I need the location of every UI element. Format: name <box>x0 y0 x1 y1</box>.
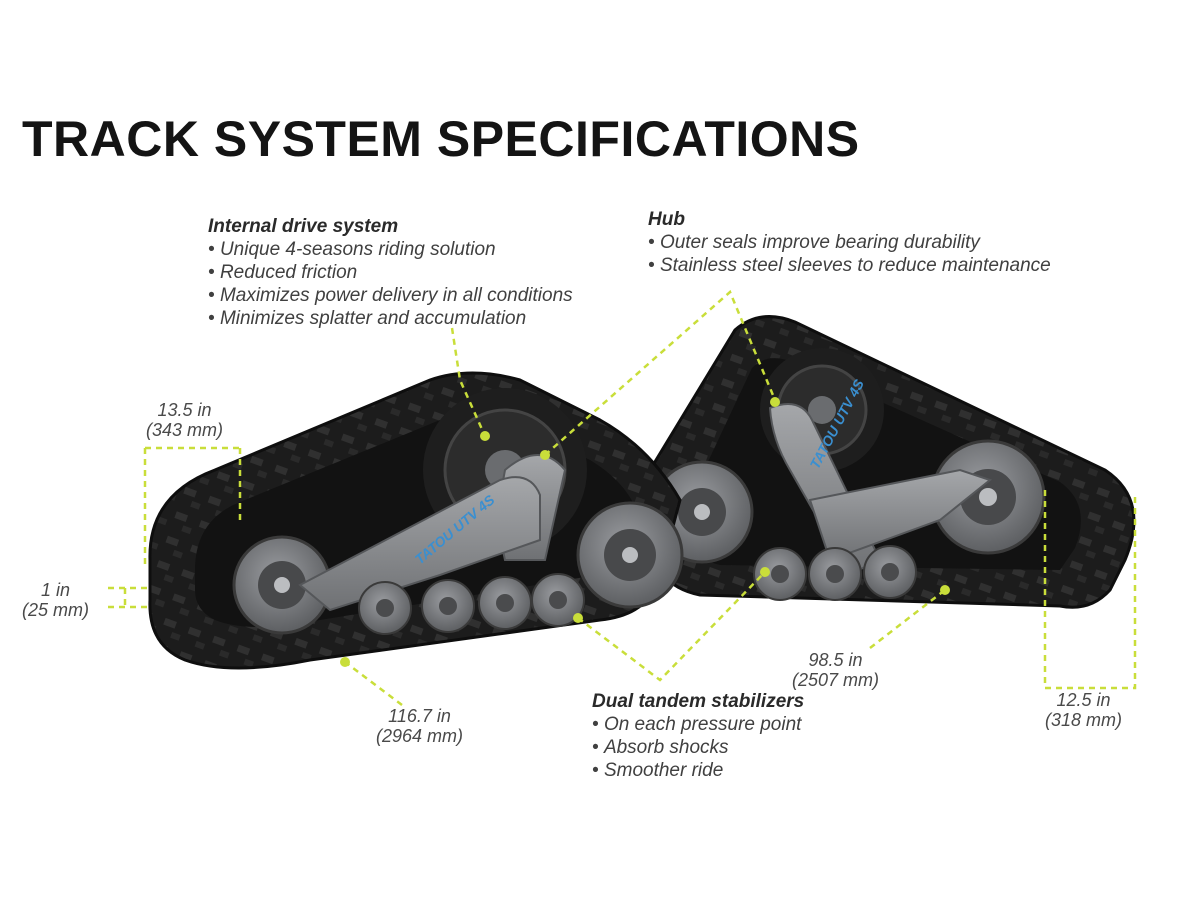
dot-stabilizers-rear <box>573 613 583 623</box>
leader-internal-drive <box>450 327 487 437</box>
leader-dots <box>340 397 950 667</box>
rear-bogie-wheels <box>358 573 585 635</box>
page-title: TRACK SYSTEM SPECIFICATIONS <box>22 111 860 167</box>
dim-front-length-metric: (2507 mm) <box>792 670 880 690</box>
dot-rear-length <box>340 657 350 667</box>
dim-front-length: 98.5 in (2507 mm) <box>792 650 879 690</box>
dim-lug-guide <box>108 586 150 609</box>
leader-rear-length <box>344 661 403 706</box>
callout-stabilizers: Dual tandem stabilizers On each pressure… <box>592 690 804 782</box>
callout-internal-drive-heading: Internal drive system <box>208 216 399 237</box>
callout-stabilizers-list: On each pressure point Absorb shocks Smo… <box>592 713 804 782</box>
rear-frame-rail <box>298 476 541 612</box>
list-item: On each pressure point <box>592 713 804 736</box>
dot-front-length <box>940 585 950 595</box>
leader-hub <box>544 289 777 456</box>
dim-rear-length: 116.7 in (2964 mm) <box>376 706 463 746</box>
dim-width-metric: (318 mm) <box>1045 710 1123 730</box>
dot-hub-rear <box>540 450 550 460</box>
dim-height: 13.5 in (343 mm) <box>146 400 223 440</box>
front-track: TATOU UTV 4S <box>648 315 1136 609</box>
front-bogie-wheels <box>753 545 917 601</box>
list-item: Absorb shocks <box>592 736 804 759</box>
dim-height-guide <box>143 446 242 565</box>
dot-stabilizers-front <box>760 567 770 577</box>
dot-hub-front <box>770 397 780 407</box>
dim-height-metric: (343 mm) <box>146 420 224 440</box>
callout-hub-list: Outer seals improve bearing durability S… <box>648 231 1051 277</box>
callout-stabilizers-heading: Dual tandem stabilizers <box>592 691 805 712</box>
list-item: Unique 4-seasons riding solution <box>208 238 573 261</box>
leader-front-length <box>869 589 946 649</box>
list-item: Minimizes splatter and accumulation <box>208 307 573 330</box>
dim-lug: 1 in (25 mm) <box>22 580 89 620</box>
dim-width-imperial: 12.5 in <box>1056 690 1111 710</box>
dim-rear-length-metric: (2964 mm) <box>376 726 464 746</box>
leader-stabilizers <box>577 571 766 682</box>
rear-rear-wheel <box>232 535 332 635</box>
rear-idler-wheel <box>576 501 684 609</box>
leader-lines <box>108 289 1137 706</box>
list-item: Stainless steel sleeves to reduce mainte… <box>648 254 1051 277</box>
dim-width-guide <box>1043 490 1137 690</box>
dot-internal-drive <box>480 431 490 441</box>
dim-rear-length-imperial: 116.7 in <box>388 706 451 726</box>
callout-internal-drive: Internal drive system Unique 4-seasons r… <box>208 215 573 330</box>
dim-front-length-imperial: 98.5 in <box>808 650 863 670</box>
list-item: Reduced friction <box>208 261 573 284</box>
dim-width: 12.5 in (318 mm) <box>1045 690 1122 730</box>
list-item: Maximizes power delivery in all conditio… <box>208 284 573 307</box>
dim-lug-imperial: 1 in <box>40 580 71 600</box>
rear-track: TATOU UTV 4S <box>148 371 684 670</box>
callout-hub-heading: Hub <box>648 209 685 230</box>
dim-height-imperial: 13.5 in <box>157 400 212 420</box>
callout-internal-drive-list: Unique 4-seasons riding solution Reduced… <box>208 238 573 330</box>
list-item: Smoother ride <box>592 759 804 782</box>
list-item: Outer seals improve bearing durability <box>648 231 1051 254</box>
callout-hub: Hub Outer seals improve bearing durabili… <box>648 208 1051 277</box>
dim-lug-metric: (25 mm) <box>22 600 89 620</box>
